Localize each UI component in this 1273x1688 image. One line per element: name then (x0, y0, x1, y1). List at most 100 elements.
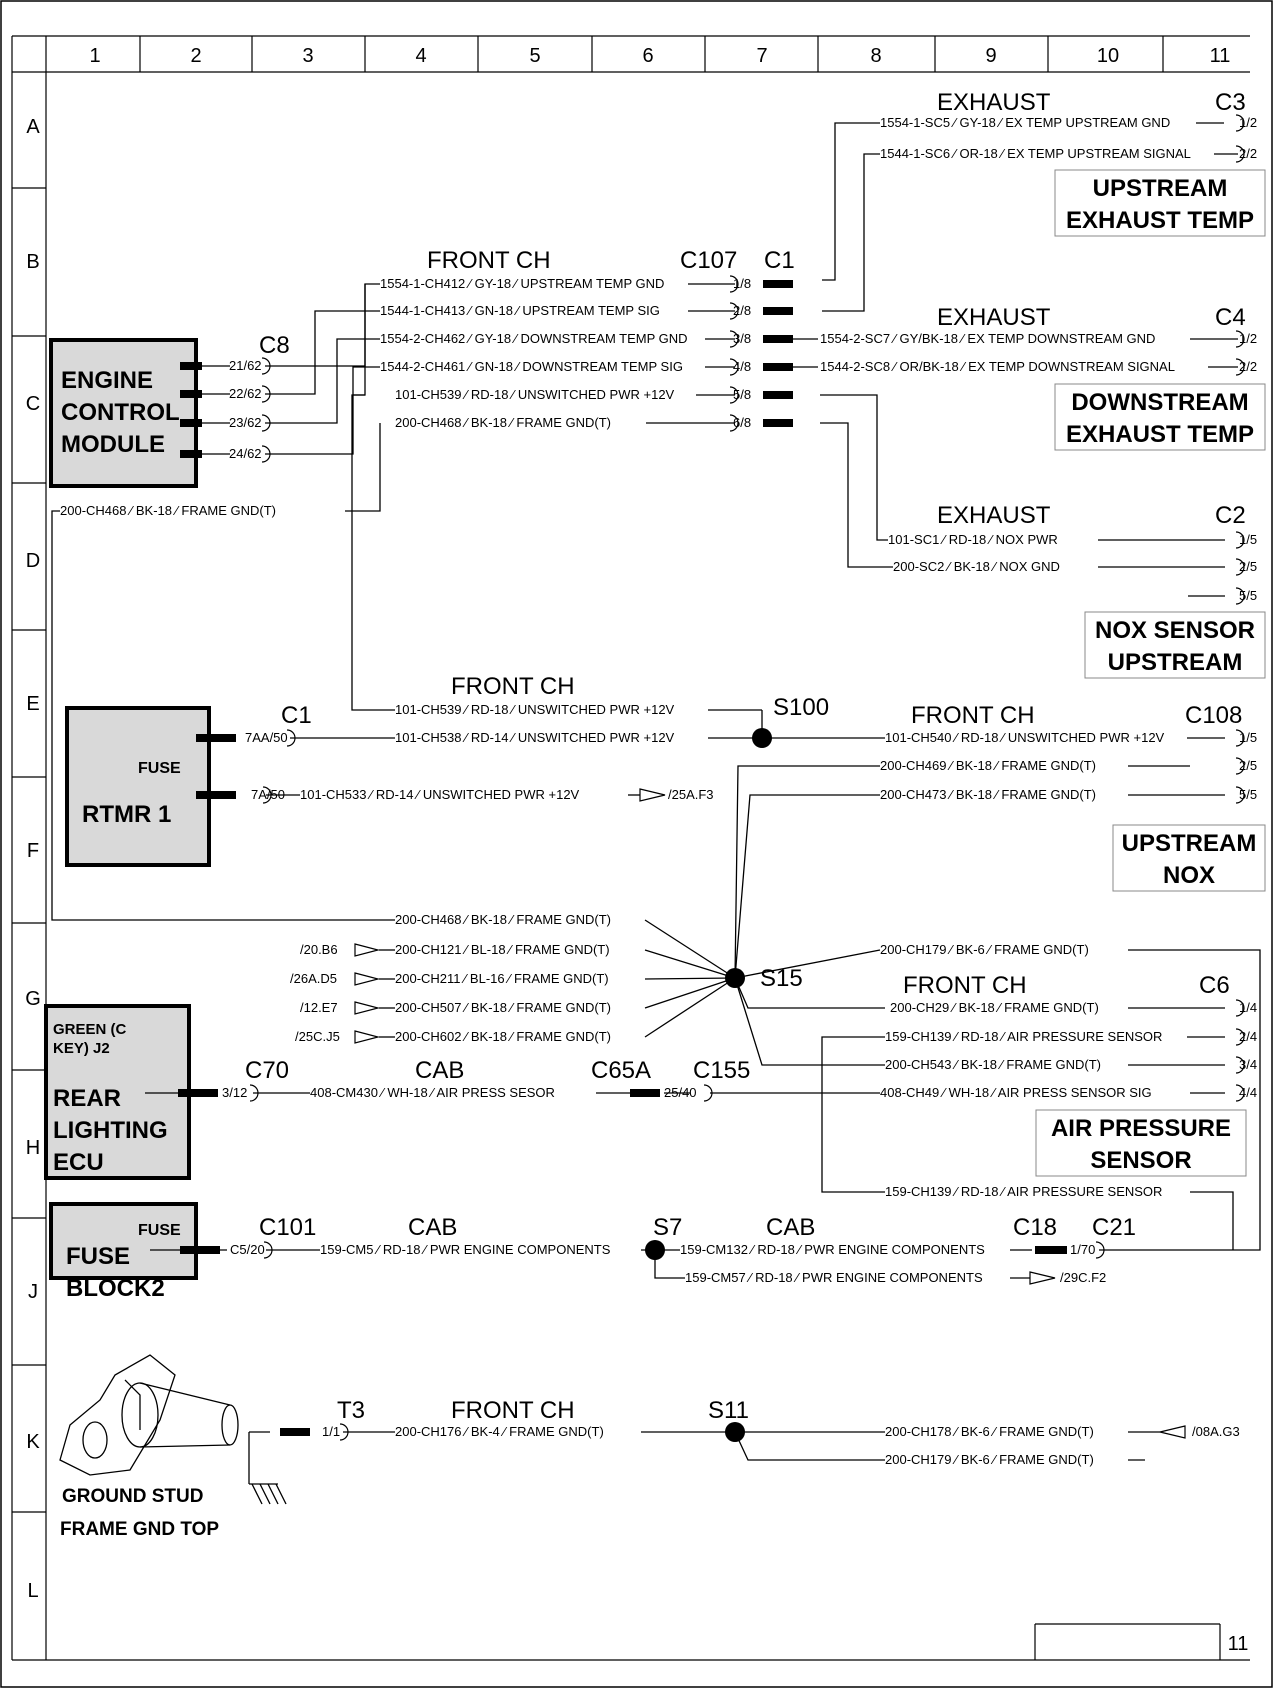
sensor-label: UPSTREAM (1108, 649, 1243, 676)
row-label: J (28, 1281, 38, 1303)
pin-label: 1/5 (1239, 730, 1257, 745)
ground-stud-label: GROUND STUD (62, 1486, 203, 1507)
wire-label: 1544-1-CH413 ⁄ GN-18 ⁄ UPSTREAM TEMP SIG (380, 303, 660, 318)
ground-stud-illustration (59, 1354, 239, 1476)
page-number: 11 (1228, 1633, 1249, 1655)
column-label: 7 (756, 45, 767, 67)
pin-label: 5/5 (1239, 787, 1257, 802)
wire-label: 101-CH540 ⁄ RD-18 ⁄ UNSWITCHED PWR +12V (885, 730, 1165, 745)
wire-label: 1544-2-SC8 ⁄ OR/BK-18 ⁄ EX TEMP DOWNSTRE… (820, 359, 1175, 374)
header-cab: CAB (766, 1214, 815, 1241)
column-label: 8 (870, 45, 881, 67)
pin-label: 25/40 (664, 1085, 697, 1100)
ecm-label: MODULE (61, 431, 165, 458)
pin-label: 2/8 (733, 303, 751, 318)
offpage-ref[interactable]: /26A.D5 (290, 971, 337, 986)
row-label: L (27, 1580, 38, 1602)
rear-lighting-ecu (44, 1004, 191, 1180)
wire-label: 101-CH539 ⁄ RD-18 ⁄ UNSWITCHED PWR +12V (395, 702, 675, 717)
header-connector: C1 (764, 247, 795, 274)
offpage-ref[interactable]: /08A.G3 (1192, 1424, 1240, 1439)
wire-label: 1554-2-CH462 ⁄ GY-18 ⁄ DOWNSTREAM TEMP G… (380, 331, 688, 346)
pin-label: 1/2 (1239, 331, 1257, 346)
pin-label: 2/2 (1239, 359, 1257, 374)
header-cab: CAB (415, 1057, 464, 1084)
header-connector: C21 (1092, 1214, 1136, 1241)
pin-label: 7AA/50 (245, 730, 288, 745)
row-label: H (26, 1137, 40, 1159)
sensor-label: UPSTREAM (1122, 830, 1257, 857)
row-label: A (26, 116, 40, 138)
wire-label: 200-CH176 ⁄ BK-4 ⁄ FRAME GND(T) (395, 1424, 604, 1439)
pin-label: 6/8 (733, 415, 751, 430)
header-connector: T3 (337, 1397, 365, 1424)
wire-label: 1544-1-SC6 ⁄ OR-18 ⁄ EX TEMP UPSTREAM SI… (880, 146, 1191, 161)
header-connector: C6 (1199, 972, 1230, 999)
pin-label: 21/62 (229, 358, 262, 373)
pin-label: 4/8 (733, 359, 751, 374)
header-front-ch: FRONT CH (427, 247, 551, 274)
rtmr-fuse-label: FUSE (138, 760, 181, 777)
ground-stud-label: FRAME GND TOP (60, 1519, 219, 1540)
wire-label: 200-CH543 ⁄ BK-18 ⁄ FRAME GND(T) (885, 1057, 1101, 1072)
pin-label: 23/62 (229, 415, 262, 430)
sensor-label: UPSTREAM (1093, 175, 1228, 202)
column-label: 11 (1210, 45, 1231, 67)
sensor-label: SENSOR (1090, 1147, 1191, 1174)
pin-label: 2/5 (1239, 758, 1257, 773)
wire-label: 200-CH468 ⁄ BK-18 ⁄ FRAME GND(T) (395, 912, 611, 927)
header-splice: S100 (773, 694, 829, 721)
rear-lighting-label: LIGHTING (53, 1117, 168, 1144)
wire-label: 159-CM5 ⁄ RD-18 ⁄ PWR ENGINE COMPONENTS (320, 1242, 611, 1257)
pin-label: 7A/50 (251, 787, 285, 802)
offpage-ref[interactable]: /25C.J5 (295, 1029, 340, 1044)
wire-label: 159-CH139 ⁄ RD-18 ⁄ AIR PRESSURE SENSOR (885, 1184, 1162, 1199)
sensor-label: EXHAUST TEMP (1066, 421, 1254, 448)
sensor-box (1054, 169, 1266, 237)
row-label: C (26, 393, 40, 415)
column-label: 5 (529, 45, 540, 67)
pin-label: 1/2 (1239, 115, 1257, 130)
pin-label: 5/5 (1239, 588, 1257, 603)
header-cab: CAB (408, 1214, 457, 1241)
sensor-label: NOX (1163, 862, 1215, 889)
row-label: K (26, 1431, 40, 1453)
header-connector: C4 (1215, 304, 1246, 331)
wire-label: 101-SC1 ⁄ RD-18 ⁄ NOX PWR (888, 532, 1058, 547)
wire-label: 200-CH473 ⁄ BK-18 ⁄ FRAME GND(T) (880, 787, 1096, 802)
sensor-label: NOX SENSOR (1095, 617, 1255, 644)
offpage-ref[interactable]: /25A.F3 (668, 787, 714, 802)
row-label: B (26, 251, 39, 273)
column-label: 10 (1097, 45, 1119, 67)
header-connector: C18 (1013, 1214, 1057, 1241)
column-label: 3 (302, 45, 313, 67)
wire-label: 159-CM57 ⁄ RD-18 ⁄ PWR ENGINE COMPONENTS (685, 1270, 983, 1285)
fuse-block-2 (49, 1202, 198, 1280)
ecm-label: ENGINE (61, 367, 153, 394)
offpage-ref[interactable]: /12.E7 (300, 1000, 338, 1015)
header-connector: C155 (693, 1057, 750, 1084)
pin-label: 1/5 (1239, 532, 1257, 547)
wire-label: 101-CH538 ⁄ RD-14 ⁄ UNSWITCHED PWR +12V (395, 730, 675, 745)
wire-label: 1544-2-CH461 ⁄ GN-18 ⁄ DOWNSTREAM TEMP S… (380, 359, 683, 374)
rear-lighting-label: REAR (53, 1085, 121, 1112)
pin-label: 1/1 (322, 1424, 340, 1439)
row-label: G (25, 988, 41, 1010)
pin-label: 1/4 (1239, 1000, 1257, 1015)
wire-label: 408-CH49 ⁄ WH-18 ⁄ AIR PRESS SENSOR SIG (880, 1085, 1152, 1100)
wire-label: 200-CH179 ⁄ BK-6 ⁄ FRAME GND(T) (880, 942, 1089, 957)
header-connector: C101 (259, 1214, 316, 1241)
offpage-ref[interactable]: /29C.F2 (1060, 1270, 1106, 1285)
wire-label: 1554-2-SC7 ⁄ GY/BK-18 ⁄ EX TEMP DOWNSTRE… (820, 331, 1155, 346)
wire-label: 200-CH469 ⁄ BK-18 ⁄ FRAME GND(T) (880, 758, 1096, 773)
column-label: 2 (190, 45, 201, 67)
offpage-ref[interactable]: /20.B6 (300, 942, 338, 957)
row-label: D (26, 550, 40, 572)
pin-label: 3/12 (222, 1085, 247, 1100)
pin-label: 2/2 (1239, 146, 1257, 161)
wire-label: 200-CH178 ⁄ BK-6 ⁄ FRAME GND(T) (885, 1424, 1094, 1439)
row-label: E (26, 693, 39, 715)
header-connector: C108 (1185, 702, 1242, 729)
header-splice: S7 (653, 1214, 682, 1241)
